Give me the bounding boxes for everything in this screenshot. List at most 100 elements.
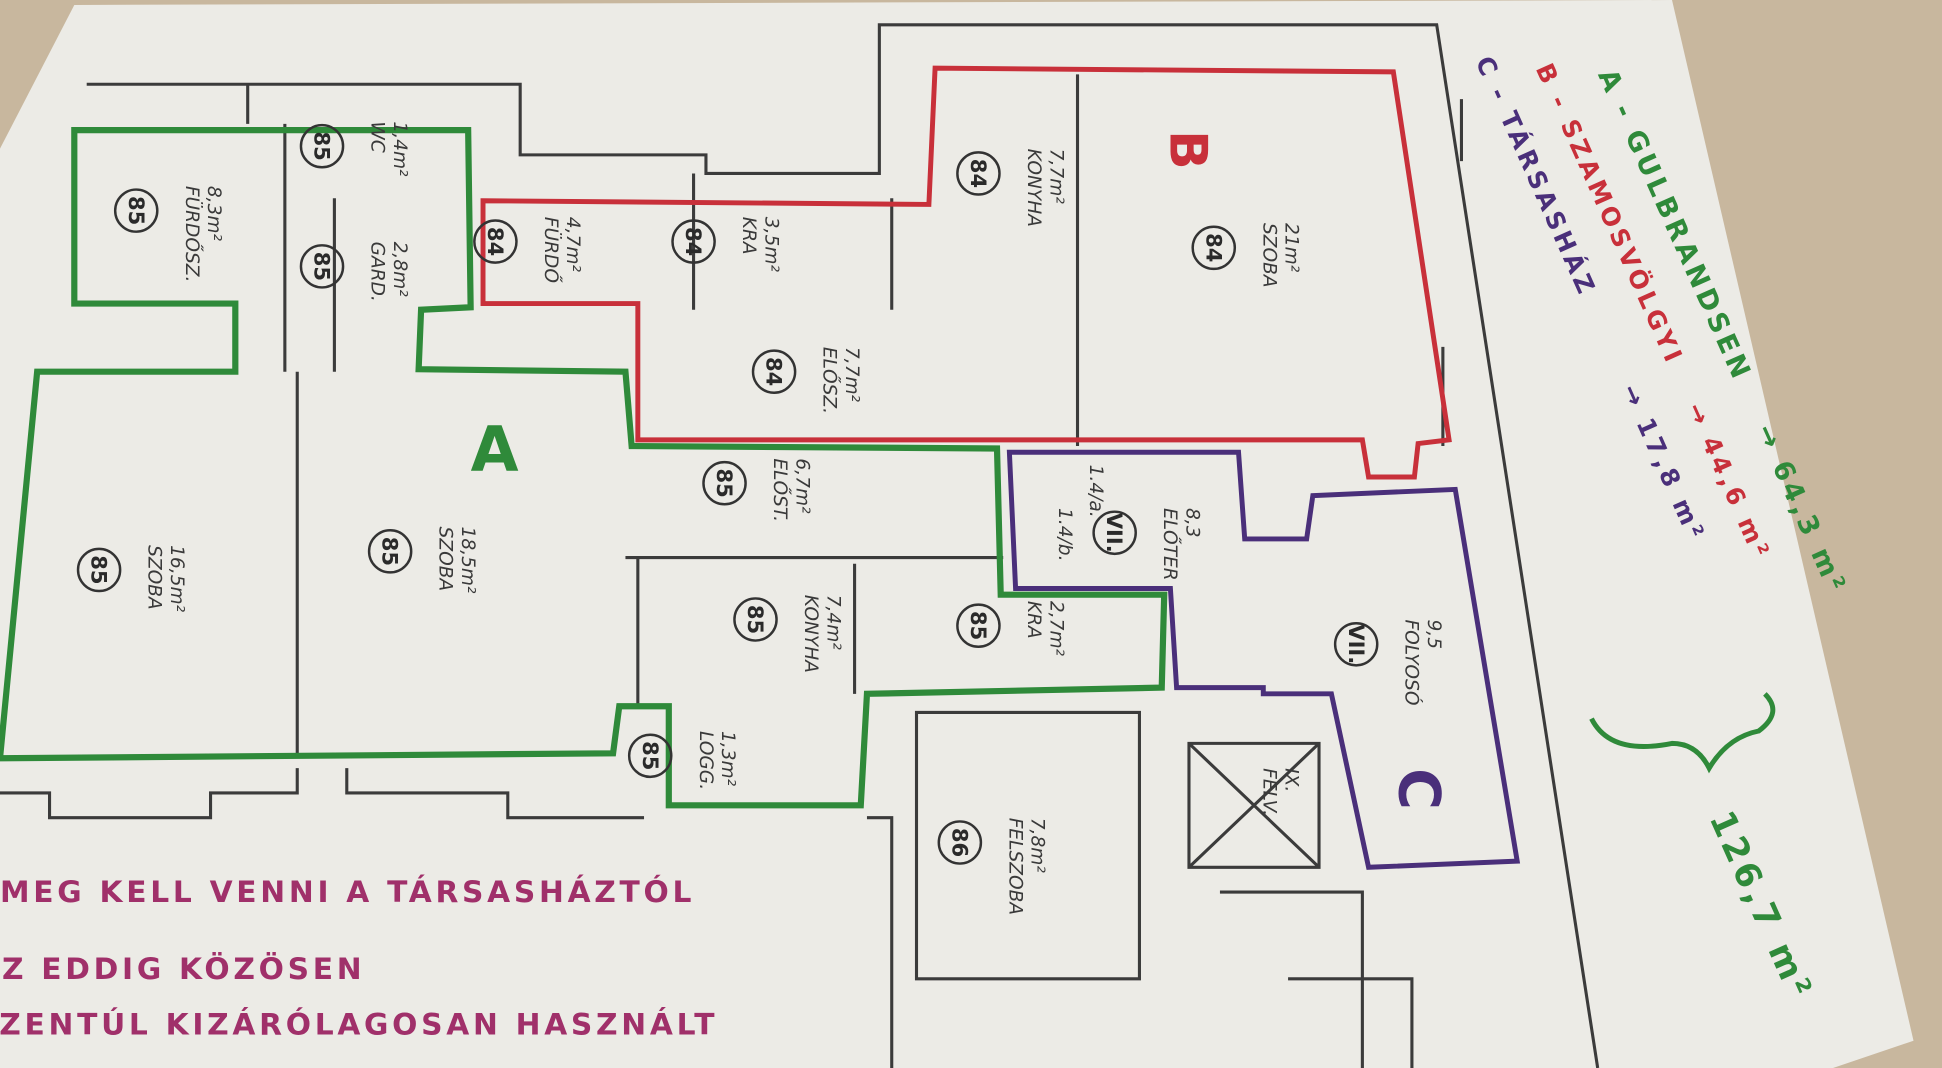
room-area: 6,7m² (791, 458, 812, 514)
room-area: 2,7m² (1045, 601, 1066, 657)
room-number: 85 (124, 196, 149, 225)
room-number-circle (937, 820, 983, 865)
note-line-1: MEG KELL VENNI A TÁRSASHÁZTÓL (0, 873, 695, 910)
room-number: 84 (1201, 233, 1226, 262)
room-name: SZOBA (1258, 223, 1279, 288)
note-line-3: EZENTÚL KIZÁRÓLAGOSAN HASZNÁLT (0, 1006, 718, 1043)
room-name: ELŐTER (1159, 508, 1183, 581)
room-name: LOGG. (695, 731, 716, 790)
room-number: VII. (1344, 624, 1369, 664)
room-area: 7,8m² (1027, 818, 1048, 874)
room-name: FÜRDŐSZ. (181, 186, 205, 283)
room-name: SZOBA (144, 545, 165, 610)
room-area: 7,7m² (841, 347, 862, 403)
zone-b-letter: B (1157, 130, 1217, 173)
room-number-circle (473, 219, 518, 264)
room-label: ELŐST.6,7m² 85 (702, 458, 812, 522)
room-number: 85 (638, 741, 663, 770)
room-number-circle (627, 733, 673, 779)
zone-a-letter: A (471, 414, 523, 486)
room-number-circle (956, 603, 1001, 648)
room-name: KONYHA (800, 595, 821, 673)
room-number: 84 (681, 227, 706, 256)
plan-walls (0, 23, 1600, 1068)
room-area: 2,8m² (389, 242, 410, 298)
room-number-circle (1191, 225, 1237, 271)
room-number-circle (1333, 621, 1379, 667)
room-number: 85 (712, 469, 737, 498)
zone-c-outline (1006, 449, 1521, 870)
room-area: 8,3m² (203, 186, 224, 242)
room-number-circle (299, 244, 345, 289)
room-area: 8,3 (1182, 508, 1203, 538)
room-name: KRA (738, 217, 759, 255)
room-number-circle (1092, 510, 1137, 556)
note-line-2: AZ EDDIG KÖZÖSEN (0, 950, 365, 987)
room-area: 16,5m² (166, 545, 187, 612)
room-label: ELŐSZ.7,7m² 84 (751, 347, 862, 414)
room-name: KRA (1023, 601, 1044, 639)
room-number: 86 (947, 828, 972, 857)
room-label: FELV.IX. (1258, 768, 1301, 816)
room-number: 85 (310, 132, 335, 161)
room-name: ELŐST. (769, 458, 793, 522)
room-number: 84 (762, 357, 787, 386)
room-name: FELV. (1258, 768, 1279, 816)
room-number-circle (751, 349, 797, 394)
room-name: SZOBA (435, 527, 456, 592)
room-label: LOGG.1,3m² 85 (627, 731, 738, 790)
room-number-circle (733, 597, 778, 642)
room-number: 85 (743, 605, 768, 634)
room-number-circle (956, 151, 1001, 196)
room-number: 85 (310, 252, 335, 281)
room-number-circle (702, 460, 747, 506)
room-area: IX. (1281, 768, 1302, 792)
room-number-circle (76, 547, 122, 593)
door-label-a: 1.4/a. (1085, 465, 1106, 518)
room-name: FÜRDŐ (540, 217, 564, 284)
room-name: FOLYOSÓ (1401, 619, 1425, 705)
room-number: VII. (1102, 513, 1127, 553)
room-number-circle (671, 219, 716, 264)
room-number-circle (113, 188, 159, 233)
room-number: 85 (966, 611, 991, 640)
room-label: GARD.2,8m² 85 (299, 242, 410, 302)
room-number: 85 (378, 537, 403, 566)
room-area: 18,5m² (457, 527, 478, 594)
legend-brace (1589, 692, 1776, 774)
zone-c-letter: C (1386, 768, 1452, 814)
room-number-circle (367, 529, 413, 574)
room-area: 3,5m² (760, 217, 781, 273)
room-name: GARD. (367, 242, 388, 302)
room-area: 1,3m² (717, 731, 738, 787)
room-area: 1,4m² (389, 121, 410, 177)
room-name: KONYHA (1023, 149, 1044, 227)
room-name: WC (367, 121, 388, 152)
room-area: 7,4m² (822, 595, 843, 651)
room-number-circle (299, 123, 345, 169)
room-area: 4,7m² (562, 217, 583, 273)
zone-a-outline (0, 126, 1168, 809)
room-area: 9,5 (1423, 619, 1444, 649)
room-name: ELŐSZ. (819, 347, 843, 414)
room-number: 84 (483, 227, 508, 256)
room-number: 85 (87, 555, 112, 584)
room-name: FELSZOBA (1004, 818, 1025, 915)
room-area: 7,7m² (1045, 149, 1066, 205)
handwritten-note: MEG KELL VENNI A TÁRSASHÁZTÓL AZ EDDIG K… (0, 873, 718, 1043)
room-label: FÜRDŐSZ.8,3m² 85 (113, 186, 224, 283)
zone-b-outline (480, 65, 1452, 480)
door-label-b: 1.4/b. (1054, 508, 1075, 562)
